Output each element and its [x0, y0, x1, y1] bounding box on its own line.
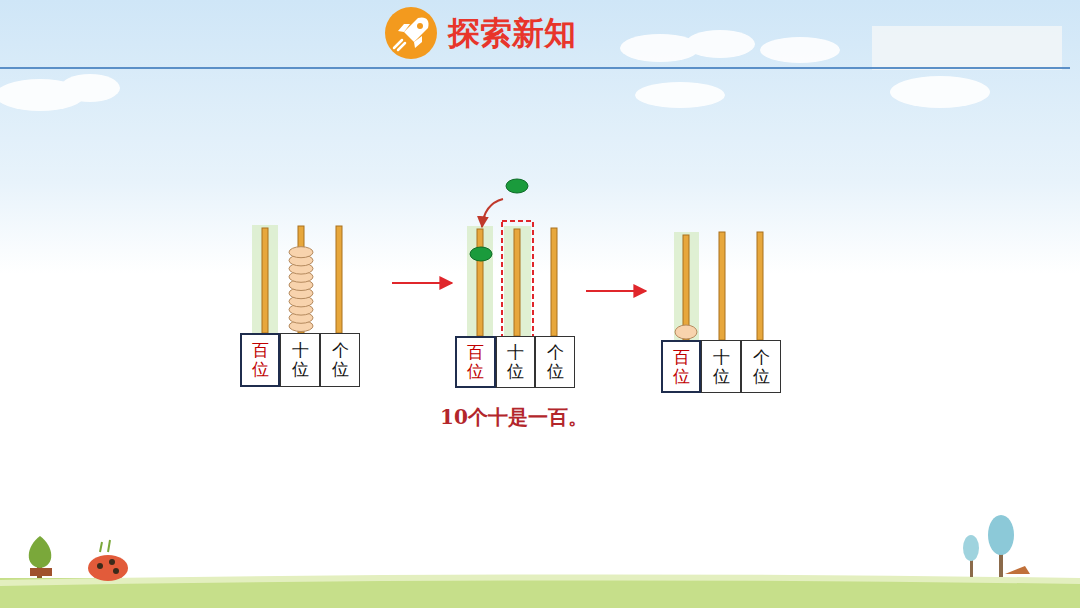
abacus-before [252, 225, 342, 333]
place-label: 百位 [673, 348, 690, 385]
dashed-frame [502, 221, 533, 337]
place-value-box: 十位 [280, 333, 320, 387]
place-label: 十位 [292, 341, 309, 378]
green-bead [470, 247, 492, 261]
rocket-icon [385, 7, 437, 59]
green-bead [506, 179, 528, 193]
place-label: 个位 [547, 343, 564, 380]
step-arrow [392, 282, 452, 284]
place-value-box: 百位 [240, 333, 280, 387]
caption: 10个十是一百。 [440, 404, 588, 431]
abacus-after [674, 232, 763, 340]
place-label: 十位 [713, 348, 730, 385]
abacus-carry [467, 179, 557, 337]
place-label: 百位 [252, 341, 269, 378]
place-label: 个位 [753, 348, 770, 385]
place-label: 十位 [507, 343, 524, 380]
trees-right [963, 515, 1030, 577]
bead [675, 325, 697, 339]
place-value-box: 十位 [701, 340, 741, 393]
move-arrow [482, 199, 503, 227]
place-value-box: 十位 [496, 336, 535, 388]
place-value-box: 个位 [535, 336, 575, 388]
place-label: 个位 [332, 341, 349, 378]
place-label: 百位 [467, 343, 484, 380]
place-value-box: 百位 [455, 336, 496, 388]
place-value-box: 百位 [661, 340, 701, 393]
ladybug [88, 540, 128, 581]
page-title: 探索新知 [448, 12, 576, 56]
tree-left [29, 536, 52, 578]
step-arrow [586, 290, 646, 292]
header-line [0, 67, 1070, 69]
bead [289, 247, 313, 258]
place-value-box: 个位 [320, 333, 360, 387]
place-value-box: 个位 [741, 340, 781, 393]
